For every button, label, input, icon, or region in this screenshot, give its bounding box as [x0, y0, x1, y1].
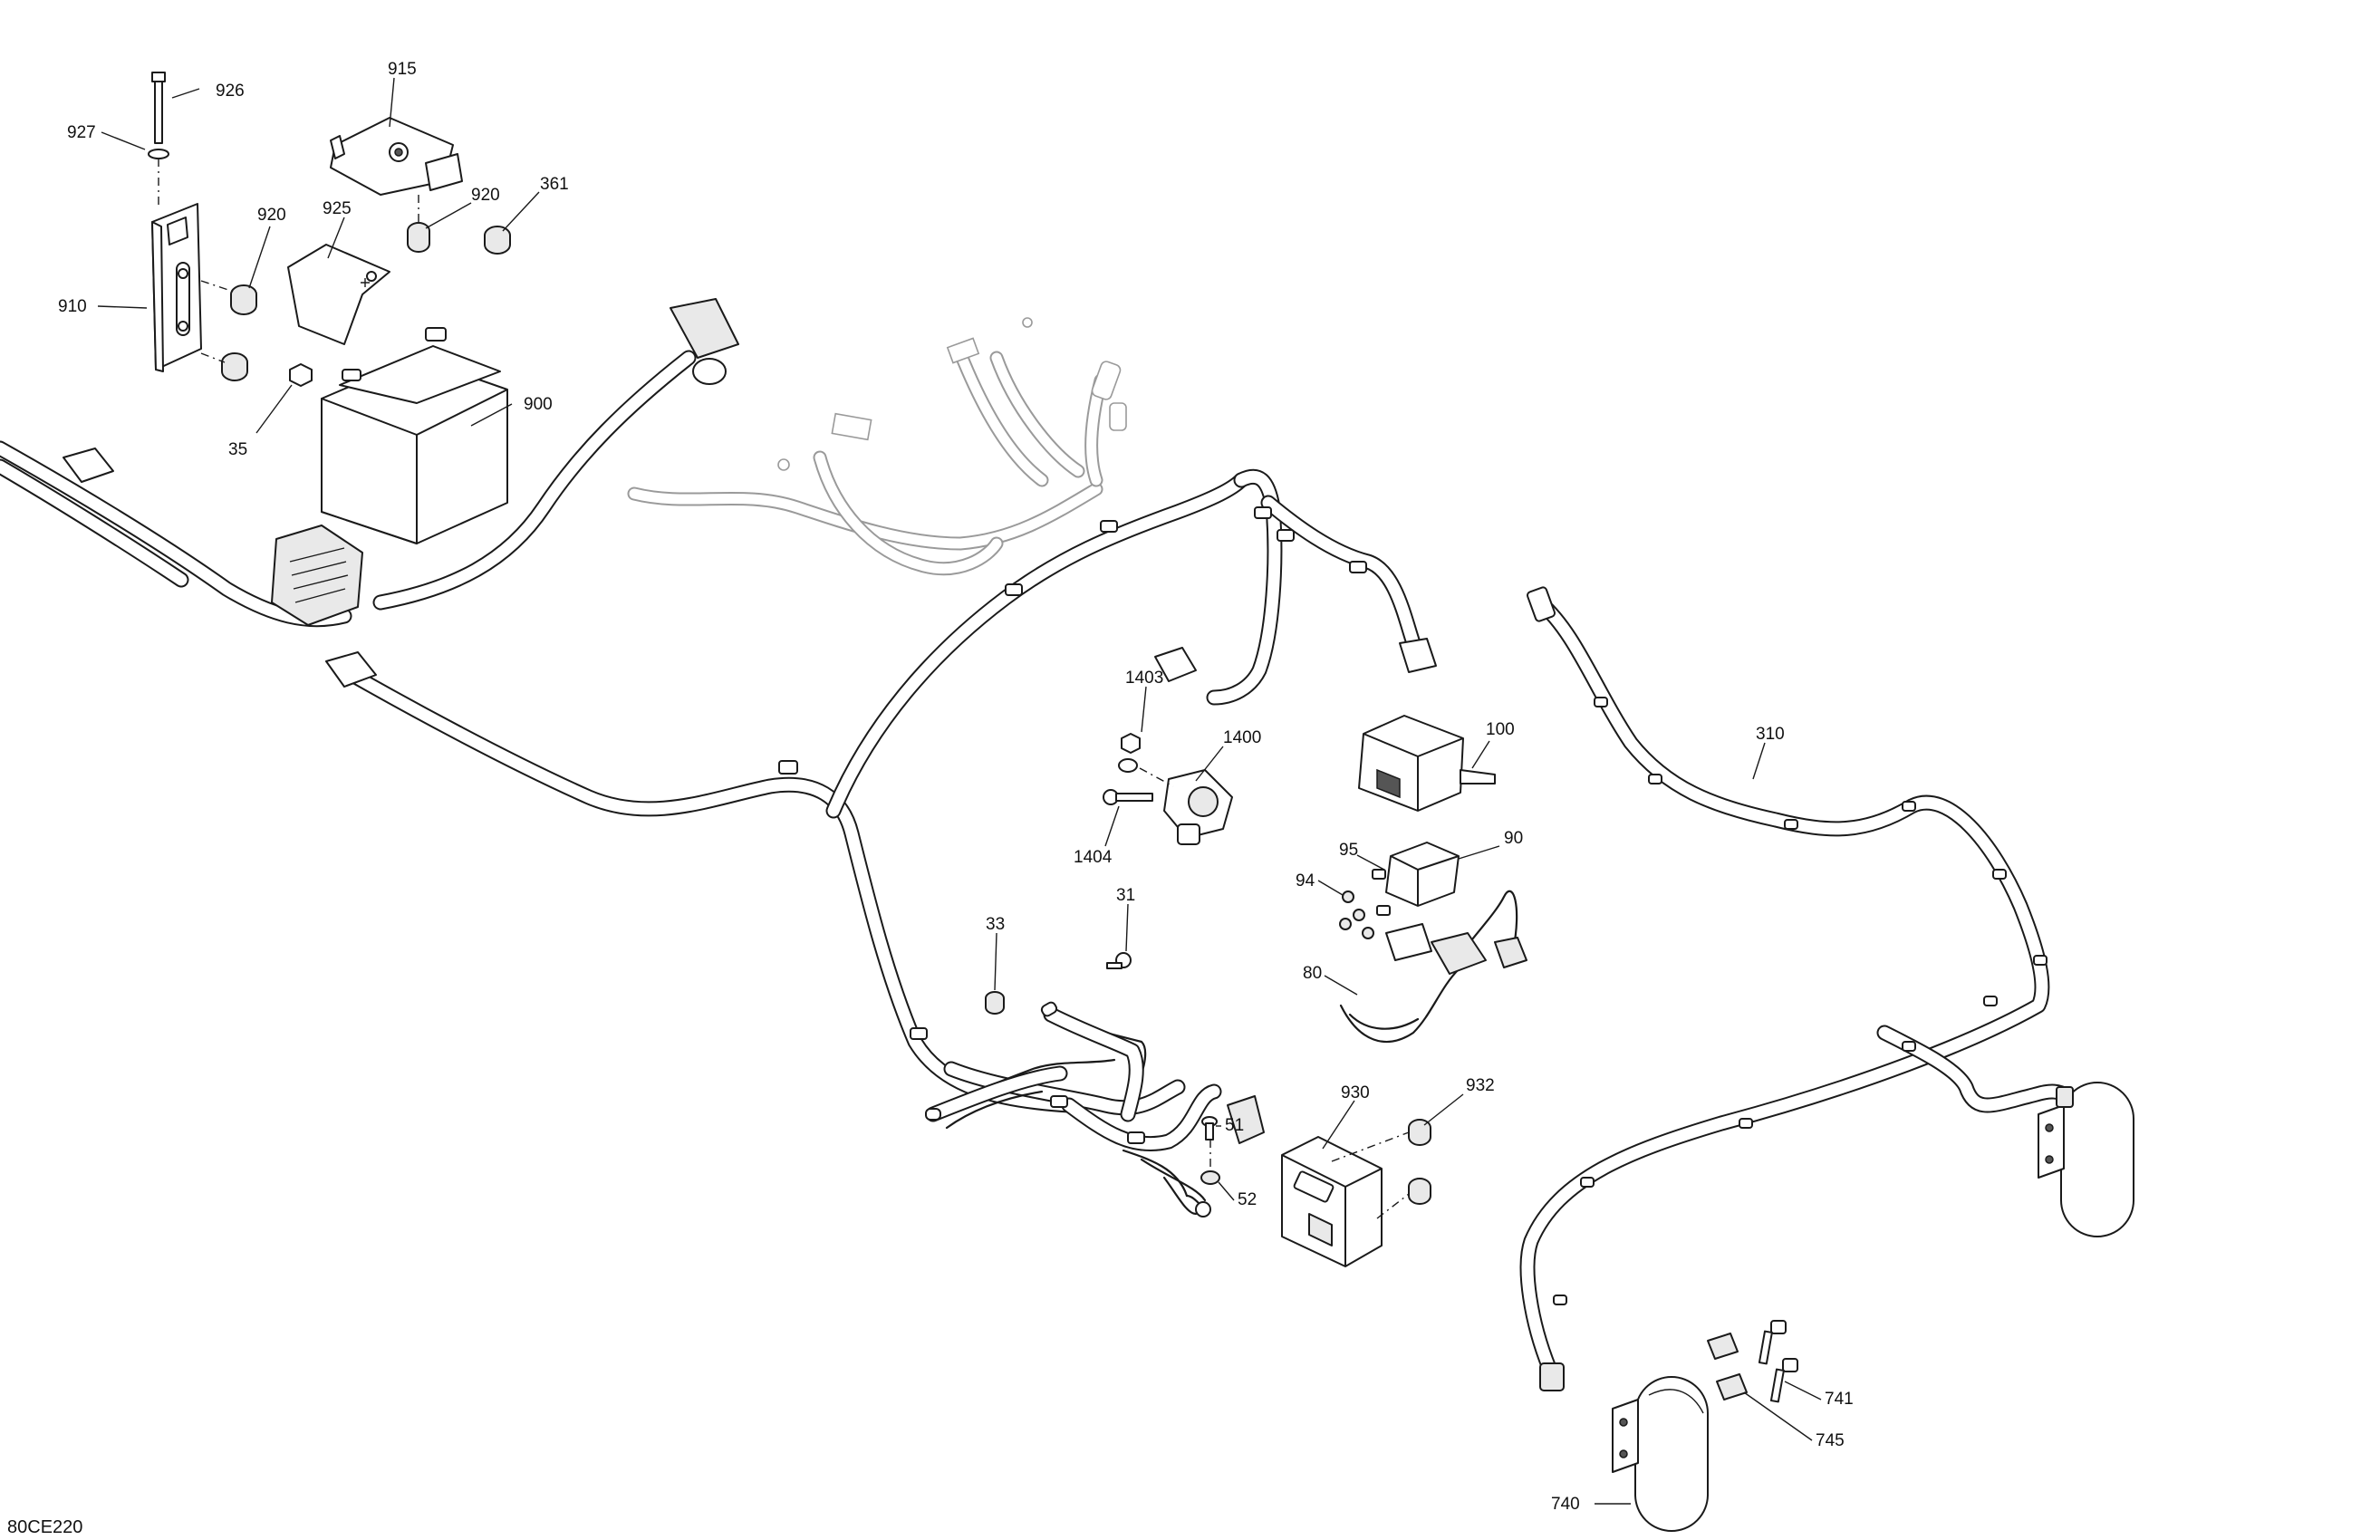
diagram-code: 80CE220	[7, 1517, 82, 1537]
harness-connector-low	[1227, 1095, 1265, 1144]
clip-745-lower	[1716, 1373, 1748, 1400]
lamp-right	[2038, 1082, 2134, 1237]
callout-740: 740	[1551, 1495, 1580, 1514]
ground-cable	[925, 1001, 1144, 1122]
bolt-741-lower	[1769, 1358, 1798, 1403]
fuses-94-95	[1339, 869, 1391, 939]
callout-100: 100	[1486, 720, 1515, 739]
washer-927	[148, 149, 169, 159]
callout-31: 31	[1116, 886, 1135, 905]
callout-741: 741	[1825, 1390, 1854, 1409]
plate-925	[287, 244, 390, 345]
rear-harness-310	[1519, 586, 2083, 1391]
callout-1400: 1400	[1223, 728, 1261, 747]
callout-95: 95	[1339, 841, 1358, 860]
harness-clamps	[778, 506, 1367, 1144]
lamp-740-left	[1612, 1376, 1709, 1532]
cap-361	[484, 226, 511, 255]
harness-connector-left	[63, 448, 114, 483]
callout-745: 745	[1816, 1431, 1845, 1450]
nut-920-top	[407, 222, 430, 253]
callout-932: 932	[1466, 1076, 1495, 1095]
callout-925: 925	[323, 199, 352, 218]
callout-33: 33	[986, 915, 1005, 934]
callout-361: 361	[540, 175, 569, 194]
callout-930: 930	[1341, 1083, 1370, 1102]
sensor-1400	[1163, 769, 1233, 845]
background-frame-harness	[627, 317, 1127, 576]
clip-745-upper	[1707, 1333, 1739, 1360]
battery-cable-ends	[1162, 1176, 1211, 1218]
relay-90	[1385, 842, 1460, 907]
leader-lines	[97, 77, 1822, 1505]
harness-connector-mid	[325, 651, 377, 688]
callout-80: 80	[1303, 964, 1322, 983]
callout-51: 51	[1225, 1116, 1244, 1135]
grommet-932-top	[1408, 1119, 1431, 1146]
callout-910: 910	[58, 297, 87, 316]
screw-51	[1201, 1116, 1218, 1141]
bolt-31	[1106, 952, 1132, 969]
harness-connector-right	[1399, 638, 1437, 673]
screw-1404	[1103, 789, 1153, 805]
nut-1403	[1121, 733, 1141, 754]
ecm-connector	[271, 525, 363, 626]
fuse-harness-80	[1339, 890, 1527, 1044]
washer-1403	[1118, 758, 1138, 773]
battery-900	[321, 327, 508, 544]
grommet-920-lower	[221, 352, 248, 381]
callout-310: 310	[1756, 725, 1785, 744]
callout-90: 90	[1504, 829, 1523, 848]
callout-920-right: 920	[471, 186, 500, 205]
washer-52	[1200, 1170, 1220, 1185]
grommet-920-left	[230, 284, 257, 315]
module-100	[1358, 715, 1496, 812]
callout-926: 926	[216, 82, 245, 101]
callout-900: 900	[524, 395, 553, 414]
callout-920-left: 920	[257, 206, 286, 225]
callout-915: 915	[388, 60, 417, 79]
nut-35	[289, 363, 313, 387]
battery-hold-down-915	[330, 117, 463, 196]
callout-labels: 926 927 915 920 925 920 361 910 900 35 1…	[58, 60, 1854, 1514]
main-wiring-harness	[0, 350, 1421, 1202]
callout-52: 52	[1238, 1190, 1257, 1209]
callout-35: 35	[228, 440, 247, 459]
bracket-910	[151, 203, 202, 372]
nut-33	[985, 991, 1005, 1015]
grommet-932-bottom	[1408, 1178, 1431, 1205]
harness-connector-top	[670, 298, 739, 385]
callout-1404: 1404	[1074, 848, 1113, 867]
callout-94: 94	[1296, 871, 1315, 890]
callout-927: 927	[67, 123, 96, 142]
bolt-926	[151, 72, 166, 144]
harness-connector-1403-area	[1154, 647, 1197, 682]
module-930	[1281, 1136, 1383, 1267]
bolt-741-upper	[1758, 1320, 1787, 1365]
callout-1403: 1403	[1125, 669, 1163, 688]
